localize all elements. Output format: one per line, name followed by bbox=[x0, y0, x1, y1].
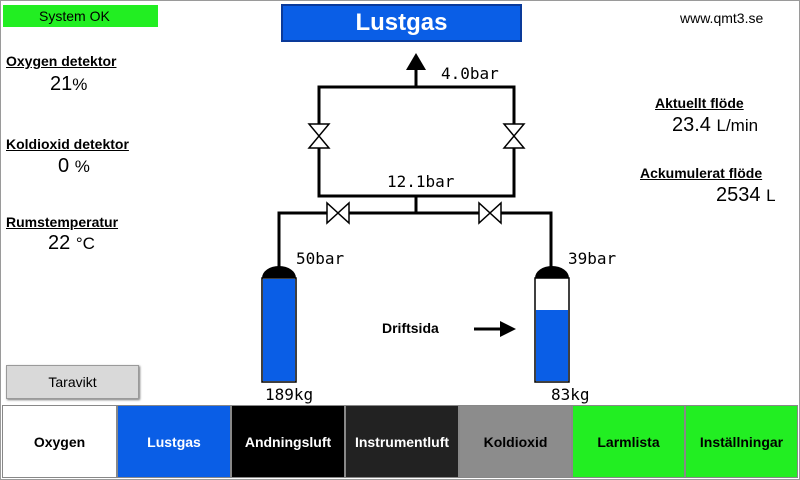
right-cylinder-cap-icon bbox=[535, 266, 569, 278]
right-cylinder-pressure: 39bar bbox=[568, 249, 617, 268]
active-side-label: Driftsida bbox=[382, 320, 439, 336]
accumulated-flow-value: 2534 bbox=[716, 184, 761, 206]
accumulated-flow-unit: L bbox=[766, 186, 776, 205]
system-status-indicator: System OK bbox=[3, 5, 158, 27]
oxygen-detector-label: Oxygen detektor bbox=[6, 53, 117, 69]
right-top-valve-icon bbox=[502, 123, 526, 149]
current-flow-value: 23.4 bbox=[672, 114, 711, 136]
outlet-arrow-icon bbox=[406, 53, 426, 70]
right-cylinder-valve-icon bbox=[478, 201, 502, 225]
oxygen-detector-unit: % bbox=[72, 75, 88, 94]
room-temperature-reading: 22 °C bbox=[48, 232, 95, 255]
co2-detector-value: 0 bbox=[58, 155, 70, 177]
bottom-navigation: Oxygen Lustgas Andningsluft Instrumentlu… bbox=[2, 405, 798, 478]
co2-detector-label: Koldioxid detektor bbox=[6, 136, 129, 152]
right-cylinder-level bbox=[536, 310, 568, 381]
accumulated-flow-reading: 2534 L bbox=[716, 184, 776, 207]
oxygen-detector-reading: 21% bbox=[50, 73, 87, 96]
current-flow-reading: 23.4 L/min bbox=[672, 114, 758, 137]
nav-instrumentluft[interactable]: Instrumentluft bbox=[345, 405, 459, 478]
nav-oxygen[interactable]: Oxygen bbox=[2, 405, 117, 478]
tare-button[interactable]: Taravikt bbox=[6, 365, 139, 399]
nav-andningsluft[interactable]: Andningsluft bbox=[231, 405, 345, 478]
co2-detector-unit: % bbox=[74, 157, 90, 176]
right-cylinder-weight: 83kg bbox=[551, 385, 590, 404]
oxygen-detector-value: 21 bbox=[50, 73, 73, 95]
nav-installningar[interactable]: Inställningar bbox=[685, 405, 798, 478]
left-cylinder-pressure: 50bar bbox=[296, 249, 345, 268]
nav-lustgas[interactable]: Lustgas bbox=[117, 405, 231, 478]
left-branch-pipe bbox=[277, 211, 328, 268]
left-cylinder-level bbox=[263, 279, 295, 381]
current-flow-label: Aktuellt flöde bbox=[655, 95, 744, 111]
active-side-arrow-icon bbox=[474, 321, 516, 337]
room-temperature-unit: °C bbox=[75, 234, 95, 253]
outlet-pressure: 4.0bar bbox=[441, 64, 499, 83]
nav-larmlista[interactable]: Larmlista bbox=[572, 405, 685, 478]
current-flow-unit: L/min bbox=[716, 116, 759, 135]
manifold-pressure: 12.1bar bbox=[387, 172, 455, 191]
co2-detector-reading: 0 % bbox=[58, 155, 90, 178]
top-pipe bbox=[317, 85, 516, 124]
left-cylinder bbox=[261, 266, 297, 383]
page-title: Lustgas bbox=[281, 4, 522, 42]
room-temperature-label: Rumstemperatur bbox=[6, 214, 119, 230]
accumulated-flow-label: Ackumulerat flöde bbox=[640, 165, 763, 181]
right-cylinder bbox=[534, 266, 570, 383]
left-cylinder-weight: 189kg bbox=[265, 385, 314, 404]
manifold-pipes bbox=[277, 65, 553, 268]
left-top-valve-icon bbox=[307, 123, 331, 149]
room-temperature-value: 22 bbox=[48, 232, 71, 254]
right-branch-pipe bbox=[500, 211, 553, 268]
website-text: www.qmt3.se bbox=[680, 10, 764, 26]
left-cylinder-valve-icon bbox=[326, 201, 350, 225]
nav-koldioxid[interactable]: Koldioxid bbox=[459, 405, 572, 478]
left-cylinder-cap-icon bbox=[262, 266, 296, 278]
